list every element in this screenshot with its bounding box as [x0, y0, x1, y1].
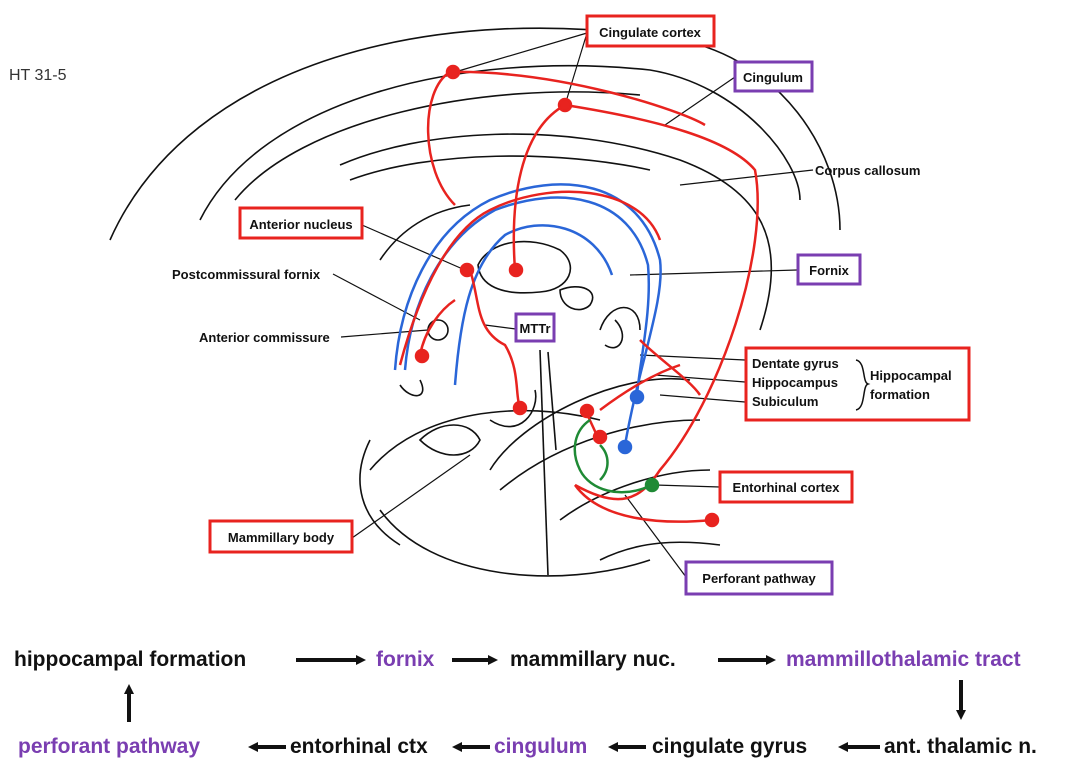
label-hippocampal-formation-group: Dentate gyrus Hippocampus Subiculum Hipp… — [746, 348, 969, 420]
circuit-mammillothalamic-tract: mammillothalamic tract — [786, 648, 1021, 672]
svg-text:Mammillary body: Mammillary body — [228, 530, 335, 545]
svg-text:Anterior nucleus: Anterior nucleus — [249, 217, 352, 232]
circuit-cingulate-gyrus: cingulate gyrus — [652, 735, 807, 759]
label-cingulate-cortex: Cingulate cortex — [587, 16, 714, 46]
circuit-hippocampal-formation: hippocampal formation — [14, 648, 246, 672]
label-fornix: Fornix — [798, 255, 860, 284]
circuit-ant-thalamic-n: ant. thalamic n. — [884, 735, 1037, 759]
label-mammillary-body: Mammillary body — [210, 521, 352, 552]
red-projection-tracts — [400, 66, 758, 526]
label-perforant-pathway: Perforant pathway — [686, 562, 832, 594]
svg-text:Cingulum: Cingulum — [743, 70, 803, 85]
circuit-perforant-pathway: perforant pathway — [18, 735, 200, 759]
circuit-entorhinal-ctx: entorhinal ctx — [290, 735, 428, 759]
svg-text:Fornix: Fornix — [809, 263, 849, 278]
label-corpus-callosum: Corpus callosum — [815, 163, 920, 178]
label-dentate-gyrus: Dentate gyrus — [752, 356, 839, 371]
label-hippocampus: Hippocampus — [752, 375, 838, 390]
svg-text:Cingulate cortex: Cingulate cortex — [599, 25, 702, 40]
svg-text:MTTr: MTTr — [519, 321, 550, 336]
label-hippocampal: Hippocampal — [870, 368, 952, 383]
circuit-arrows — [129, 660, 961, 747]
circuit-fornix: fornix — [376, 648, 434, 672]
circuit-mammillary-nuc: mammillary nuc. — [510, 648, 676, 672]
label-postcommissural-fornix: Postcommissural fornix — [172, 267, 321, 282]
label-mttr: MTTr — [516, 314, 554, 341]
circuit-cingulum: cingulum — [494, 735, 587, 759]
label-entorhinal-cortex: Entorhinal cortex — [720, 472, 852, 502]
label-formation: formation — [870, 387, 930, 402]
label-subiculum: Subiculum — [752, 394, 818, 409]
label-anterior-commissure: Anterior commissure — [199, 330, 330, 345]
svg-text:Perforant pathway: Perforant pathway — [702, 571, 816, 586]
svg-text:Entorhinal cortex: Entorhinal cortex — [733, 480, 841, 495]
label-cingulum: Cingulum — [735, 62, 812, 91]
label-anterior-nucleus: Anterior nucleus — [240, 208, 362, 238]
